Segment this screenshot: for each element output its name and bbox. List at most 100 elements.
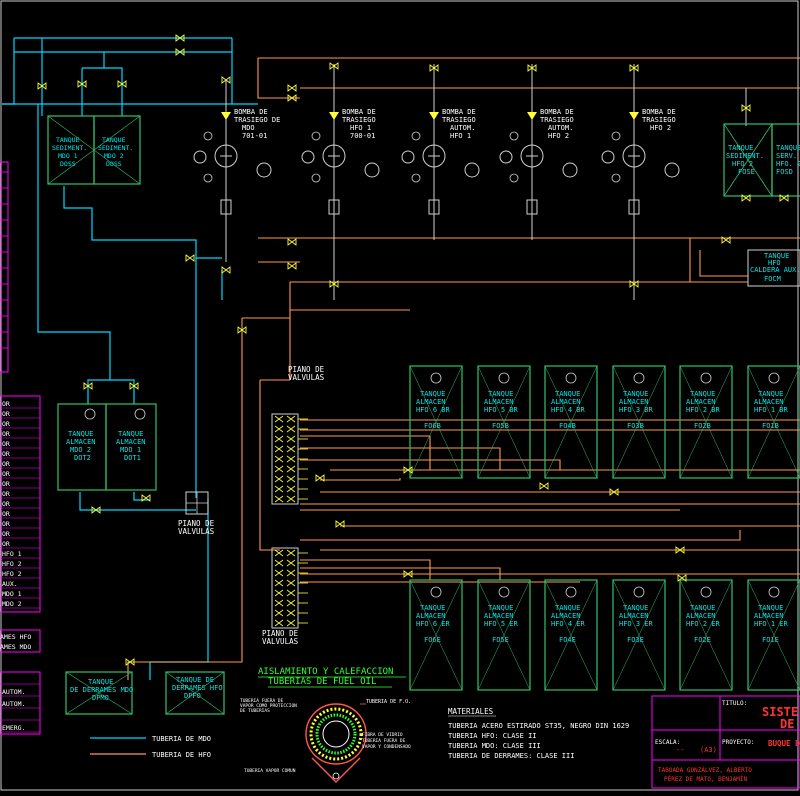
svg-text:OR: OR — [2, 420, 10, 428]
svg-text:ALMACEN: ALMACEN — [551, 398, 581, 406]
svg-text:TANQUE: TANQUE — [488, 390, 513, 398]
svg-text:BOMBA DE: BOMBA DE — [342, 108, 376, 116]
svg-text:HFO 5 BR: HFO 5 BR — [484, 406, 519, 414]
svg-text:DOT1: DOT1 — [124, 454, 141, 462]
svg-text:DOT2: DOT2 — [74, 454, 91, 462]
valve — [185, 254, 195, 262]
svg-text:OR: OR — [2, 480, 10, 488]
svg-text:FO6E: FO6E — [424, 636, 441, 644]
svg-text:HFO 2: HFO 2 — [548, 132, 569, 140]
svg-text:HFO 3 ER: HFO 3 ER — [619, 620, 654, 628]
svg-text:ALMACEN: ALMACEN — [619, 398, 649, 406]
svg-text:OR: OR — [2, 460, 10, 468]
valve — [335, 520, 345, 528]
tank-servdia-hfo2: TANQUE SERV. DIA HFO. 2 FOSD — [776, 144, 800, 176]
valve — [117, 80, 127, 88]
svg-text:HFO 4 ER: HFO 4 ER — [551, 620, 586, 628]
svg-text:FO6B: FO6B — [424, 422, 441, 430]
svg-text:HFO. 2: HFO. 2 — [776, 160, 800, 168]
valve — [221, 266, 231, 274]
svg-text:VAPOR Y CONDENSADO: VAPOR Y CONDENSADO — [362, 744, 411, 750]
svg-text:HFO 1: HFO 1 — [450, 132, 471, 140]
svg-text:MDO 2: MDO 2 — [2, 600, 22, 608]
valve — [287, 262, 297, 270]
svg-text:FOCM: FOCM — [764, 275, 781, 283]
svg-text:FO3E: FO3E — [627, 636, 644, 644]
valve — [129, 382, 139, 390]
valve — [329, 280, 339, 288]
valve — [629, 64, 639, 72]
piano-label-mid-2: VALVULAS — [178, 527, 215, 536]
svg-text:FO3B: FO3B — [627, 422, 644, 430]
svg-text:VAPOR COMO PROTECCION: VAPOR COMO PROTECCION — [240, 703, 297, 709]
authors-line-1: TABOADA GONZÁLVEZ, ALBERTO — [658, 767, 752, 774]
pump-riser-lines — [225, 64, 747, 300]
valve — [287, 238, 297, 246]
svg-text:TRASIEGO: TRASIEGO — [342, 116, 376, 124]
svg-text:TANQUE: TANQUE — [623, 390, 648, 398]
svg-text:TANQUE: TANQUE — [68, 430, 93, 438]
svg-text:OR: OR — [2, 450, 10, 458]
svg-text:TRASIEGO: TRASIEGO — [442, 116, 476, 124]
legend-mdo: TUBERIA DE MDO — [152, 735, 211, 743]
svg-text:HFO 1: HFO 1 — [2, 550, 22, 558]
materials-title: MATERIALES — [448, 707, 494, 716]
svg-text:TUBERIA ACERO ESTIRADO ST35, N: TUBERIA ACERO ESTIRADO ST35, NEGRO DIN 1… — [448, 722, 629, 730]
svg-text:OR: OR — [2, 430, 10, 438]
svg-text:HFO 6 BR: HFO 6 BR — [416, 406, 451, 414]
tank-sediment-mdo1: TANQUE SEDIMENT. MDO 1 DOSS — [52, 136, 87, 168]
svg-text:FOSE: FOSE — [738, 168, 755, 176]
svg-text:AUX.: AUX. — [2, 580, 18, 588]
valves — [37, 34, 789, 666]
svg-text:ESCALA:: ESCALA: — [655, 739, 680, 746]
svg-text:BOMBA DE: BOMBA DE — [642, 108, 676, 116]
svg-text:HFO 4 BR: HFO 4 BR — [551, 406, 586, 414]
svg-text:HFO 2: HFO 2 — [2, 570, 22, 578]
valve — [677, 574, 687, 582]
svg-text:HFO 2: HFO 2 — [732, 160, 753, 168]
svg-text:TANQUE: TANQUE — [420, 604, 445, 612]
svg-text:SERV. DIA: SERV. DIA — [776, 152, 800, 160]
svg-text:TUBERIA DE F.O.: TUBERIA DE F.O. — [366, 699, 411, 705]
svg-text:FO2B: FO2B — [694, 422, 711, 430]
svg-text:OR: OR — [2, 540, 10, 548]
svg-text:FO5E: FO5E — [492, 636, 509, 644]
svg-text:MDO 2: MDO 2 — [70, 446, 91, 454]
svg-text:--: -- — [676, 746, 684, 754]
svg-text:HFO 1 ER: HFO 1 ER — [754, 620, 789, 628]
tank-sediment-hfo2: TANQUE SEDIMENT. HFO 2 FOSE — [726, 144, 764, 176]
svg-text:TANQUE: TANQUE — [623, 604, 648, 612]
materials-notes: MATERIALES TUBERIA ACERO ESTIRADO ST35, … — [448, 707, 629, 760]
valve — [675, 546, 685, 554]
svg-text:TRASIEGO: TRASIEGO — [540, 116, 574, 124]
piano-label-upper-1: PIANO DE — [288, 365, 325, 374]
svg-text:ALMACEN: ALMACEN — [116, 438, 146, 446]
valve — [527, 64, 537, 72]
svg-text:TANQUE DE: TANQUE DE — [176, 676, 214, 684]
valve — [741, 194, 751, 202]
svg-text:HFO 2 ER: HFO 2 ER — [686, 620, 721, 628]
svg-text:TANQUE: TANQUE — [776, 144, 800, 152]
piano-label-mid-1: PIANO DE — [178, 519, 215, 528]
svg-text:HFO 2: HFO 2 — [2, 560, 22, 568]
insulation-title-1: AISLAMIENTO Y CALEFACCION — [258, 667, 393, 677]
valve — [609, 488, 619, 496]
valve — [539, 482, 549, 490]
valve — [779, 194, 789, 202]
tank-derrames-mdo: TANQUE DE DERRAMES MDO DPMO — [65, 671, 133, 715]
svg-text:HFO 3 BR: HFO 3 BR — [619, 406, 654, 414]
tank-sediment-mdo2: TANQUE SEDIMENT. MDO 2 DOSS — [98, 136, 133, 168]
svg-text:TANQUE: TANQUE — [690, 390, 715, 398]
svg-text:FO5B: FO5B — [492, 422, 509, 430]
svg-text:OR: OR — [2, 410, 10, 418]
